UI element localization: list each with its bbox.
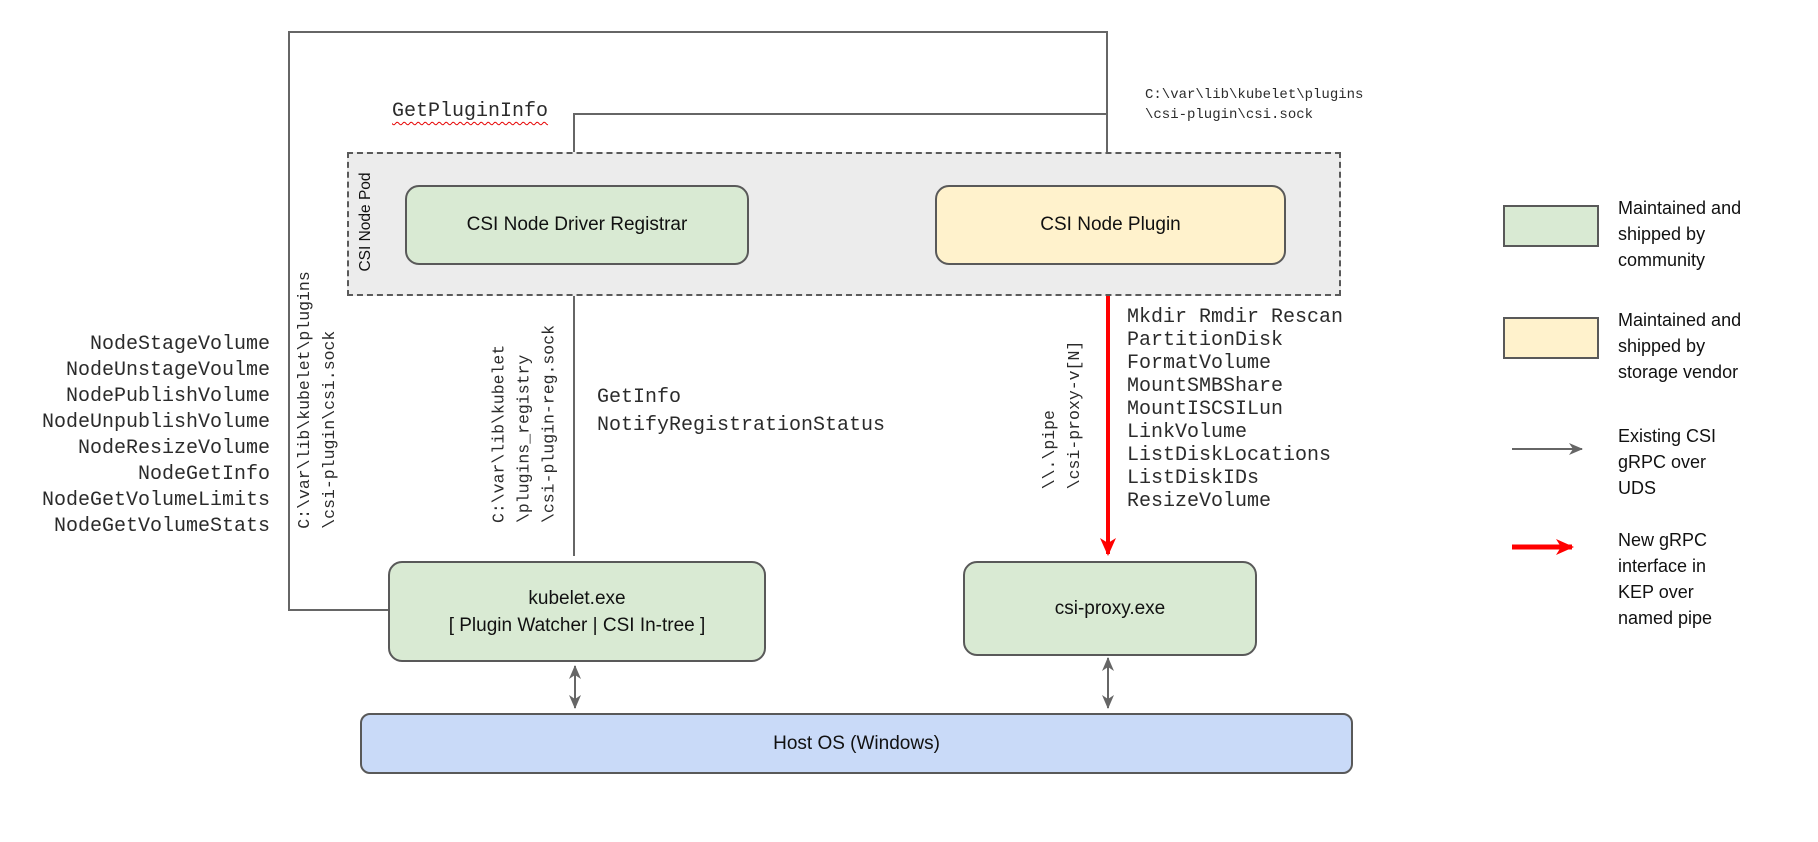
- kubelet-sublabel: [ Plugin Watcher | CSI In-tree ]: [448, 614, 706, 636]
- registry-sock-path-label: C:\var\lib\kubelet \plugins_registry \cs…: [489, 324, 559, 524]
- csi-node-pod-label: CSI Node Pod: [357, 172, 374, 272]
- csi-sock-path-left-label: C:\var\lib\kubelet\plugins \csi-plugin\c…: [295, 271, 339, 529]
- get-plugin-info-label: GetPluginInfo: [392, 100, 549, 123]
- csi-node-plugin-label: CSI Node Plugin: [1040, 214, 1181, 235]
- legend-new-grpc-label: New gRPC interface in KEP over named pip…: [1618, 530, 1713, 628]
- csi-node-driver-registrar-label: CSI Node Driver Registrar: [466, 214, 688, 235]
- legend-community-label: Maintained and shipped by community: [1618, 198, 1742, 270]
- legend-community-swatch-icon: [1503, 205, 1599, 247]
- csi-node-driver-registrar-box: CSI Node Driver Registrar: [405, 185, 749, 265]
- host-os-box: Host OS (Windows): [360, 713, 1353, 774]
- legend-vendor-label: Maintained and shipped by storage vendor: [1618, 310, 1742, 382]
- registration-calls-list: GetInfo NotifyRegistrationStatus: [597, 386, 886, 437]
- csi-node-plugin-box: CSI Node Plugin: [935, 185, 1286, 265]
- csi-proxy-api-list: Mkdir Rmdir Rescan PartitionDisk FormatV…: [1127, 306, 1344, 513]
- kubelet-label: kubelet.exe: [528, 587, 626, 609]
- node-rpc-list: NodeStageVolume NodeUnstageVoulme NodePu…: [41, 333, 270, 538]
- legend-existing-grpc-label: Existing CSI gRPC over UDS: [1618, 426, 1717, 498]
- legend-vendor-swatch-icon: [1503, 317, 1599, 359]
- csi-proxy-box: csi-proxy.exe: [963, 561, 1257, 656]
- csi-sock-path-top-label: C:\var\lib\kubelet\plugins \csi-plugin\c…: [1145, 87, 1364, 123]
- named-pipe-path-label: \\.\pipe \csi-proxy-v[N]: [1040, 340, 1084, 490]
- kubelet-box: kubelet.exe [ Plugin Watcher | CSI In-tr…: [388, 561, 766, 662]
- csi-proxy-label: csi-proxy.exe: [1054, 597, 1166, 619]
- host-os-label: Host OS (Windows): [773, 732, 940, 754]
